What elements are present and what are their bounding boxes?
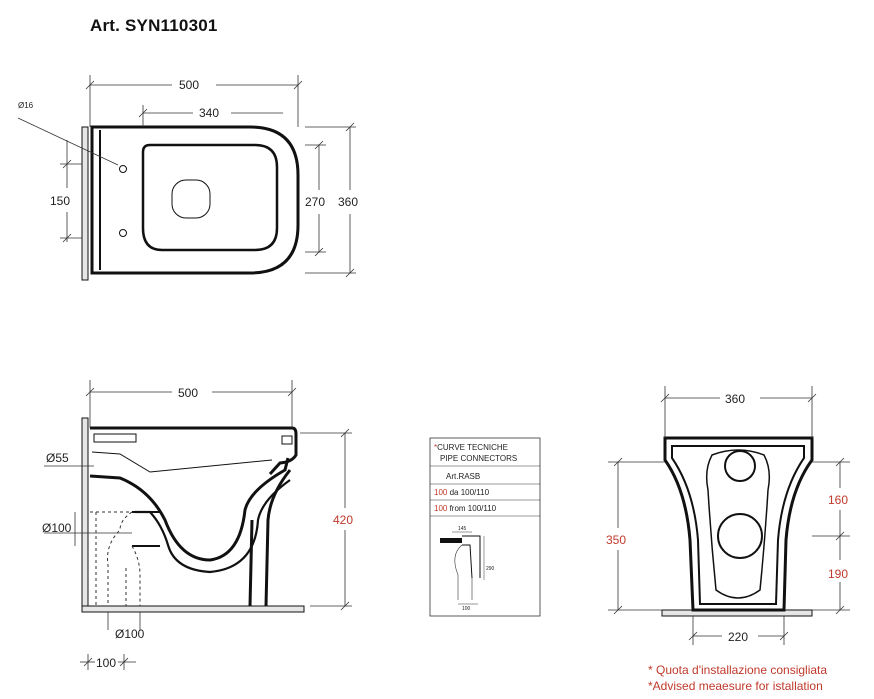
sketch-dim-bottom: 100 xyxy=(462,606,471,612)
rear-outlet-lower xyxy=(717,513,763,559)
dim-top-width-inner: 340 xyxy=(199,106,219,120)
rear-view: 360 350 160 190 220 xyxy=(606,386,850,645)
side-wall xyxy=(81,417,89,611)
pipe-box-line1: CURVE TECNICHE xyxy=(437,443,508,452)
article-title: Art. SYN110301 xyxy=(90,16,218,35)
dim-depth-inner: 270 xyxy=(305,195,325,209)
dim-drain-diameter: Ø55 xyxy=(46,451,69,465)
dim-hole-spacing: 150 xyxy=(50,194,70,208)
sketch-dim-side: 290 xyxy=(486,566,495,572)
note-italian: * Quota d'installazione consigliata xyxy=(648,663,827,677)
dim-top-width-total: 500 xyxy=(179,78,199,92)
pipe-box-line2: PIPE CONNECTORS xyxy=(440,454,517,463)
sketch-dim-top: 145 xyxy=(458,526,467,532)
rear-channel xyxy=(705,449,771,599)
drain-hole-top xyxy=(171,179,211,219)
dim-floor-outlet-diameter: Ø100 xyxy=(115,627,145,641)
dim-outlet-offset: 100 xyxy=(96,656,116,670)
dim-outlet-diameter: Ø100 xyxy=(42,521,72,535)
basin-outline-top xyxy=(141,143,279,252)
pipe-box-code: Art.RASB xyxy=(446,472,480,481)
pipe-box-row2-value: 100 xyxy=(434,504,448,513)
side-floor xyxy=(81,605,305,613)
pipe-box-row1-value: 100 xyxy=(434,488,448,497)
pipe-connector-sketch: 145 290 100 xyxy=(440,526,495,612)
pipe-box-row1-text: da 100/110 xyxy=(447,488,489,497)
pipe-box-row2-text: from 100/110 xyxy=(447,504,496,513)
top-view: 500 340 Ø16 150 270 360 xyxy=(17,75,358,281)
note-english: *Advised meaesure for istallation xyxy=(648,679,823,693)
trap-outer xyxy=(89,457,290,562)
pipe-dashed-2 xyxy=(131,545,141,606)
dim-height: 420 xyxy=(333,513,353,527)
dim-depth-total: 360 xyxy=(338,195,358,209)
pedestal-back xyxy=(264,469,292,607)
pipe-box-mark: * xyxy=(434,443,437,452)
bowl-outline-top xyxy=(90,125,300,275)
pipe-box-frame xyxy=(429,437,541,617)
dim-rear-base-width: 220 xyxy=(728,630,748,644)
pipe-box-heading: *CURVE TECNICHE xyxy=(434,443,508,452)
pipe-box-row1: 100 da 100/110 xyxy=(434,488,490,497)
dim-side-width-total: 500 xyxy=(178,386,198,400)
dim-rear-width-top: 360 xyxy=(725,392,745,406)
pedestal-front xyxy=(248,519,254,607)
side-view: 500 Ø55 Ø100 420 Ø100 100 xyxy=(42,380,353,670)
trap-inner xyxy=(135,479,291,574)
side-rim xyxy=(90,426,298,476)
rear-body-inner xyxy=(671,445,805,605)
fixing-hole-lower xyxy=(119,229,127,237)
pipe-box-row2: 100 from 100/110 xyxy=(434,504,497,513)
wall-plate xyxy=(81,126,89,281)
dim-rear-height-total: 350 xyxy=(606,533,626,547)
rear-inlet-upper xyxy=(724,450,756,482)
dim-rear-upper-offset: 160 xyxy=(828,493,848,507)
dim-hole-diameter: Ø16 xyxy=(18,101,34,110)
dim-rear-lower-offset: 190 xyxy=(828,567,848,581)
pipe-connector-box: *CURVE TECNICHE PIPE CONNECTORS Art.RASB… xyxy=(429,437,541,617)
rear-body-outline xyxy=(663,436,814,612)
fixing-hole-upper xyxy=(119,165,127,173)
